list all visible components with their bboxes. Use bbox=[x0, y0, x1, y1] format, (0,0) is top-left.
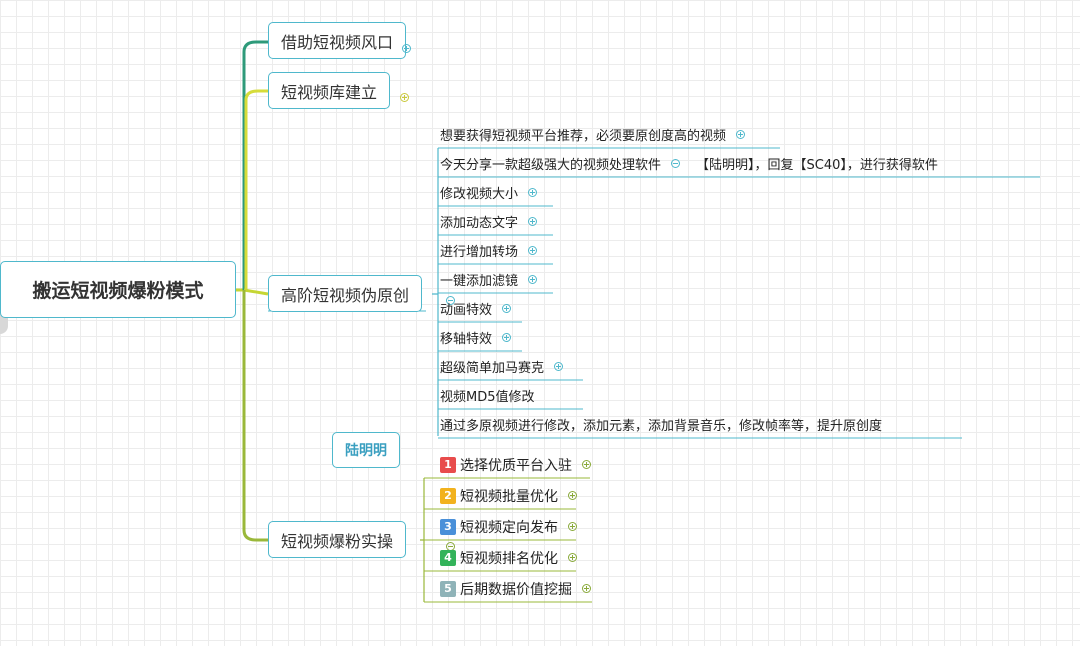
step-number-badge: 2 bbox=[440, 487, 456, 504]
branch-label: 借助短视频风口 bbox=[281, 32, 394, 52]
expand-icon[interactable] bbox=[582, 460, 591, 469]
leaf-label: 添加动态文字 bbox=[440, 216, 519, 231]
step-label: 后期数据价值挖掘 bbox=[460, 581, 572, 598]
leaf-topic[interactable]: 进行增加转场 bbox=[440, 238, 538, 263]
practice-step[interactable]: 1 选择优质平台入驻 bbox=[440, 452, 591, 477]
expand-icon[interactable] bbox=[582, 584, 591, 593]
leaf-label: 一键添加滤镜 bbox=[440, 274, 519, 289]
branch-node-library[interactable]: 短视频库建立 bbox=[268, 72, 391, 109]
expand-icon[interactable] bbox=[568, 491, 577, 500]
leaf-label: 进行增加转场 bbox=[440, 245, 519, 260]
leaf-topic[interactable]: 今天分享一款超级强大的视频处理软件 【陆明明】，回复【SC40】，进行获得软件 bbox=[440, 151, 938, 176]
practice-step[interactable]: 4 短视频排名优化 bbox=[440, 545, 577, 570]
leaf-label: 移轴特效 bbox=[440, 332, 493, 347]
step-label: 短视频批量优化 bbox=[460, 488, 558, 505]
leaf-label: 想要获得短视频平台推荐，必须要原创度高的视频 bbox=[440, 129, 727, 144]
expand-icon[interactable] bbox=[568, 553, 577, 562]
leaf-topic[interactable]: 想要获得短视频平台推荐，必须要原创度高的视频 bbox=[440, 122, 746, 147]
practice-step[interactable]: 3 短视频定向发布 bbox=[440, 514, 577, 539]
expand-icon[interactable] bbox=[528, 217, 538, 226]
branch-label: 高阶短视频伪原创 bbox=[281, 285, 410, 305]
expand-icon[interactable] bbox=[554, 362, 564, 371]
expand-icon[interactable] bbox=[400, 93, 410, 102]
canvas-scroll-handle[interactable] bbox=[0, 304, 8, 334]
leaf-topic[interactable]: 通过多原视频进行修改，添加元素，添加背景音乐，修改帧率等，提升原创度 bbox=[440, 412, 882, 437]
branch-node-wind[interactable]: 借助短视频风口 bbox=[268, 22, 407, 59]
leaf-topic[interactable]: 动画特效 bbox=[440, 296, 512, 321]
practice-step[interactable]: 2 短视频批量优化 bbox=[440, 483, 577, 508]
leaf-label: 动画特效 bbox=[440, 303, 493, 318]
floating-topic[interactable]: 陆明明 bbox=[332, 432, 400, 468]
expand-icon[interactable] bbox=[502, 304, 512, 313]
step-number-badge: 1 bbox=[440, 456, 456, 473]
software-note: 【陆明明】，回复【SC40】，进行获得软件 bbox=[696, 158, 938, 173]
branch-node-practice[interactable]: 短视频爆粉实操 bbox=[268, 521, 407, 558]
root-label: 搬运短视频爆粉模式 bbox=[32, 280, 204, 302]
expand-icon[interactable] bbox=[736, 130, 746, 139]
expand-icon[interactable] bbox=[528, 246, 538, 255]
leaf-label: 今天分享一款超级强大的视频处理软件 bbox=[440, 158, 662, 173]
leaf-topic[interactable]: 超级简单加马赛克 bbox=[440, 354, 564, 379]
branch-node-pseudo-original[interactable]: 高阶短视频伪原创 bbox=[268, 275, 423, 312]
leaf-label: 修改视频大小 bbox=[440, 187, 519, 202]
step-label: 选择优质平台入驻 bbox=[460, 457, 572, 474]
collapse-icon[interactable] bbox=[446, 296, 456, 305]
collapse-icon[interactable] bbox=[671, 159, 681, 168]
expand-icon[interactable] bbox=[502, 333, 512, 342]
leaf-label: 视频MD5值修改 bbox=[440, 390, 535, 405]
step-label: 短视频排名优化 bbox=[460, 550, 558, 567]
root-node[interactable]: 搬运短视频爆粉模式 bbox=[0, 261, 236, 318]
branch-label: 短视频库建立 bbox=[281, 82, 378, 102]
expand-icon[interactable] bbox=[402, 44, 411, 53]
expand-icon[interactable] bbox=[568, 522, 577, 531]
branch-label: 短视频爆粉实操 bbox=[281, 531, 394, 551]
leaf-topic[interactable]: 一键添加滤镜 bbox=[440, 267, 538, 292]
step-number-badge: 5 bbox=[440, 580, 456, 597]
practice-step[interactable]: 5 后期数据价值挖掘 bbox=[440, 576, 591, 601]
leaf-topic[interactable]: 添加动态文字 bbox=[440, 209, 538, 234]
step-label: 短视频定向发布 bbox=[460, 519, 558, 536]
leaf-topic[interactable]: 视频MD5值修改 bbox=[440, 383, 535, 408]
step-number-badge: 3 bbox=[440, 518, 456, 535]
leaf-topic[interactable]: 移轴特效 bbox=[440, 325, 512, 350]
floating-topic-label: 陆明明 bbox=[345, 443, 387, 459]
leaf-label: 超级简单加马赛克 bbox=[440, 361, 545, 376]
expand-icon[interactable] bbox=[528, 275, 538, 284]
expand-icon[interactable] bbox=[528, 188, 538, 197]
step-number-badge: 4 bbox=[440, 549, 456, 566]
leaf-label: 通过多原视频进行修改，添加元素，添加背景音乐，修改帧率等，提升原创度 bbox=[440, 419, 883, 434]
leaf-topic[interactable]: 修改视频大小 bbox=[440, 180, 538, 205]
